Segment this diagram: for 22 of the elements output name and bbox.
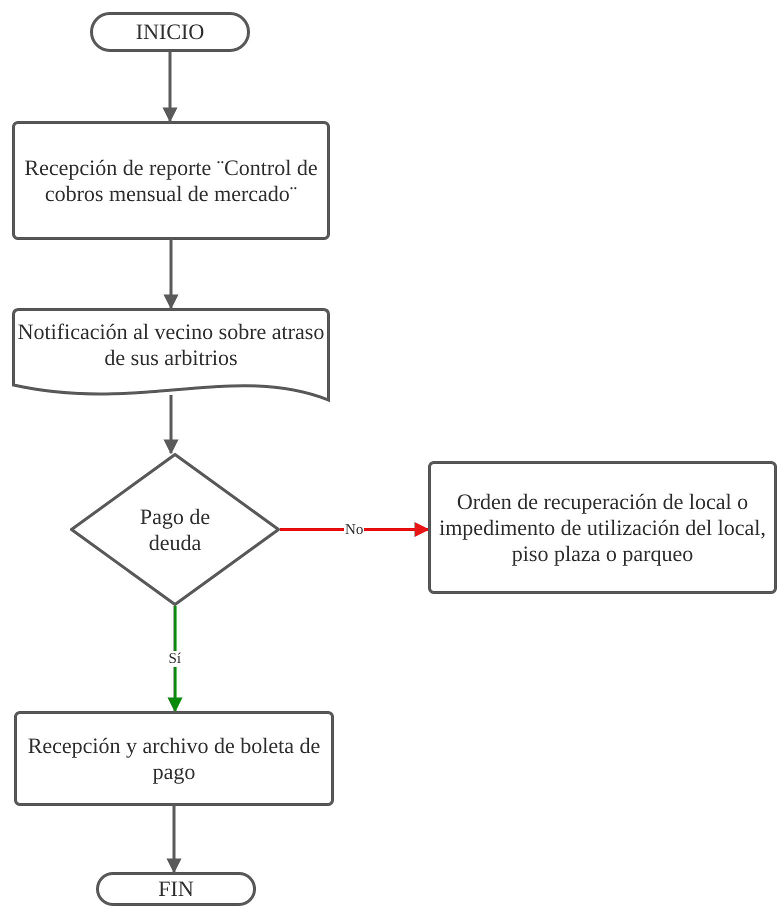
document-shape [12, 308, 330, 403]
process-box [12, 121, 330, 240]
edge-label: Sí [168, 650, 182, 666]
node-text: Recepción y archivo de boleta de pago [26, 732, 322, 784]
terminator-shape [90, 12, 250, 52]
decision-diamond [70, 453, 280, 606]
arrow [166, 806, 182, 874]
process-box [14, 711, 334, 806]
node-text: Recepción de reporte ¨Control de cobros mensual de mercado¨ [23, 154, 319, 206]
terminator-shape [96, 872, 256, 906]
node-text: INICIO [136, 19, 204, 45]
arrow [164, 240, 178, 310]
arrow [280, 522, 430, 537]
node-text: Pago de deuda [138, 504, 212, 556]
process-box [428, 461, 777, 594]
arrow [168, 606, 182, 712]
node-text: Orden de recuperación de local o impedimento de utilización del local, piso plaza o parqueo [438, 488, 767, 566]
arrow [164, 395, 178, 454]
node-text: FIN [158, 876, 194, 902]
arrow [162, 52, 178, 122]
node-text: Notificación al vecino sobre atraso de sus arbitrios [16, 318, 326, 370]
edge-label: No [344, 522, 364, 538]
